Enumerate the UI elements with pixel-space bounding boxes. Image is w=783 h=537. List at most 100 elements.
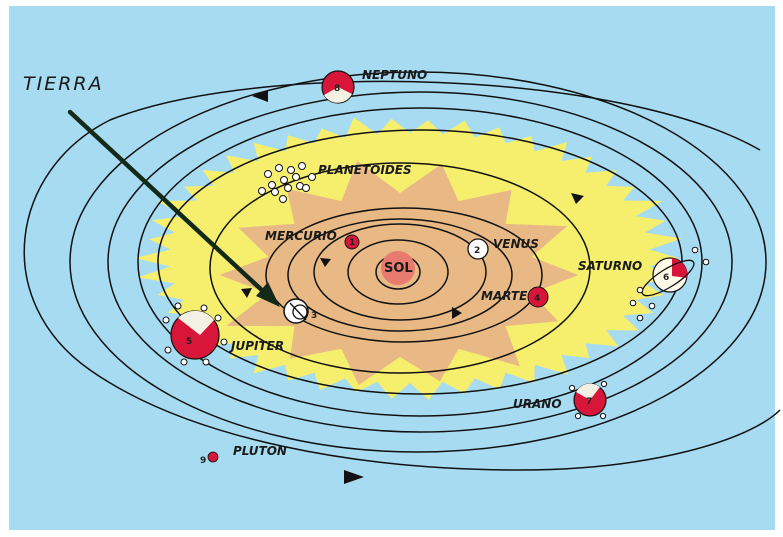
moon — [599, 412, 607, 420]
planetoid — [287, 166, 295, 174]
planetoid — [275, 164, 283, 172]
direction-arrows — [241, 90, 584, 484]
venus-body — [467, 238, 489, 260]
arrowhead-mercury-orbit — [320, 258, 331, 267]
urano-number: 7 — [586, 397, 592, 407]
pointer-shaft — [67, 109, 269, 297]
planetoides-cluster — [258, 162, 316, 203]
marte-body — [527, 286, 549, 308]
moon — [164, 346, 172, 354]
moon — [568, 384, 576, 392]
planet-pluton: 9 PLUTON — [200, 444, 287, 466]
orbit-8 — [137, 107, 703, 417]
planet-marte: 4 MARTE — [481, 286, 549, 308]
orbit-6 — [209, 162, 591, 374]
planet-tierra: 3 — [283, 298, 317, 324]
urano-label: URANO — [513, 397, 562, 411]
saturno-moons — [629, 246, 710, 322]
moon — [180, 358, 188, 366]
pointer-arrow-icon: TIERRA — [23, 73, 280, 307]
arrowhead-earth-orbit — [241, 288, 252, 298]
urano-highlight — [576, 383, 600, 400]
planetoid — [258, 187, 266, 195]
moon — [636, 314, 644, 322]
sun: SOL — [381, 251, 415, 285]
planetoid — [264, 170, 272, 178]
orbit-9 — [107, 91, 733, 433]
tierra-number: 3 — [311, 311, 317, 321]
earth-symbol-inner — [292, 304, 308, 320]
planetoid — [302, 184, 310, 192]
planetoid — [279, 195, 287, 203]
earth-symbol-icon — [283, 298, 309, 324]
arrowhead-outer-top — [252, 90, 268, 102]
mercurio-number: 1 — [349, 238, 355, 248]
orbit-5 — [265, 207, 543, 343]
planetoid — [271, 188, 279, 196]
jupiter-moons — [162, 302, 228, 366]
moon — [202, 358, 210, 366]
planetoid — [308, 173, 316, 181]
planet-neptuno: 8 NEPTUNO — [321, 68, 427, 104]
marte-number: 4 — [534, 294, 540, 304]
earth-symbol-stroke — [289, 302, 307, 321]
venus-number: 2 — [474, 246, 480, 256]
moon — [574, 412, 582, 420]
sun-disk — [381, 251, 415, 285]
pointer-head — [256, 282, 280, 307]
saturno-label: SATURNO — [578, 259, 642, 273]
moon — [214, 314, 222, 322]
moon — [220, 338, 228, 346]
mercurio-body — [344, 234, 360, 250]
moon — [600, 380, 608, 388]
arrowhead-inner-right — [452, 307, 462, 319]
planet-urano: 7 URANO — [513, 380, 608, 420]
planet-saturno: 6 SATURNO — [578, 246, 710, 322]
pluton-number: 9 — [200, 456, 206, 466]
saturno-ring — [641, 259, 695, 297]
moon — [174, 302, 182, 310]
moon — [162, 316, 170, 324]
moon — [702, 258, 710, 266]
planetoides-label: PLANETOIDES — [318, 163, 412, 177]
arrowhead-pluto-orbit — [344, 470, 364, 484]
orbit-2 — [347, 239, 449, 305]
saturno-shade — [672, 258, 688, 278]
pluton-body — [207, 451, 219, 463]
planet-venus: 2 VENUS — [467, 237, 539, 260]
pluton-label: PLUTON — [233, 444, 287, 458]
venus-label: VENUS — [493, 237, 539, 251]
tierra-label: TIERRA — [23, 73, 104, 95]
planetoid — [298, 162, 306, 170]
moon — [200, 304, 208, 312]
jupiter-highlight — [178, 310, 214, 335]
planetoid — [292, 173, 300, 181]
orbit-10 — [69, 71, 767, 453]
marte-label: MARTE — [481, 289, 528, 303]
sol-label: SOL — [384, 261, 413, 276]
planetoid — [284, 184, 292, 192]
planetoid — [268, 181, 276, 189]
planet-jupiter: 5 JUPITER — [162, 302, 284, 366]
planetoid — [280, 176, 288, 184]
mercurio-label: MERCURIO — [265, 229, 337, 243]
neptuno-number: 8 — [334, 84, 340, 94]
moon — [629, 299, 637, 307]
moon — [636, 286, 644, 294]
neptuno-label: NEPTUNO — [362, 68, 427, 82]
neptuno-highlight — [324, 87, 352, 103]
jupiter-label: JUPITER — [229, 339, 284, 353]
urano-moons — [568, 380, 608, 420]
moon — [691, 246, 699, 254]
saturno-number: 6 — [663, 273, 669, 283]
orbit-11 — [23, 80, 781, 471]
orbit-lines — [23, 71, 781, 471]
planet-mercurio: 1 MERCURIO — [265, 229, 360, 250]
jupiter-number: 5 — [186, 337, 192, 347]
orbit-4 — [287, 218, 513, 332]
moon — [648, 302, 656, 310]
orbit-3 — [313, 223, 487, 321]
arrowhead-saturn-orbit — [571, 193, 584, 204]
